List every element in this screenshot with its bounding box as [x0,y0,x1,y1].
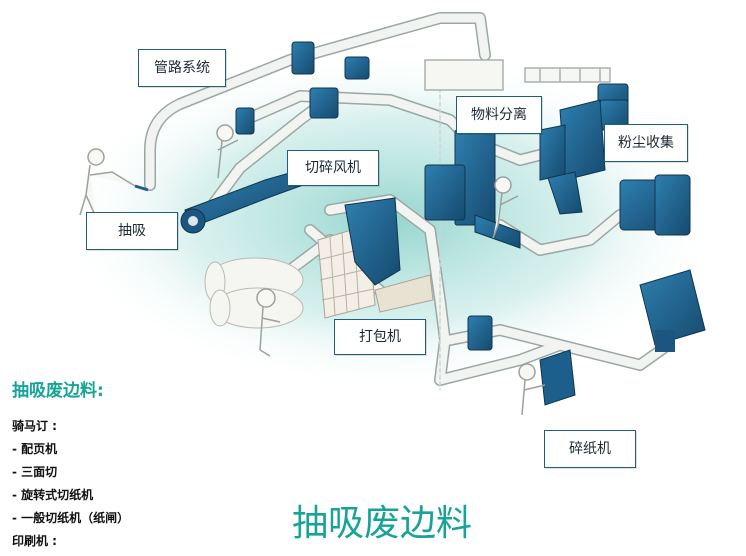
panel-line: 骑马订 : [12,419,57,433]
page-title: 抽吸废边料 [292,503,473,544]
baler-machine [317,197,434,319]
panel-line: - 一般切纸机（纸闸） [12,511,130,525]
panel-line: 印刷机 : [12,534,57,548]
panel-line: - 配页机 [12,442,58,456]
label-cutting-fan: 切碎风机 [287,150,379,186]
label-shredder: 碎纸机 [544,430,636,468]
edge-trim-panel: 抽吸废边料: 骑马订 : - 配页机 - 三面切 - 旋转式切纸机 - 一般切纸… [12,376,272,553]
blue-fan-units [235,41,629,351]
cutting-fan-machine [180,169,304,234]
shredder-machine [539,269,706,406]
panel-line: - 三面切 [12,465,58,479]
panel-line: - 旋转式切纸机 [12,488,94,502]
panel-heading: 抽吸废边料: [12,381,104,401]
label-baler: 打包机 [334,319,426,355]
ceiling-frame [424,59,611,91]
label-dust-collection: 粉尘收集 [604,124,688,162]
label-pipe-system: 管路系统 [138,49,226,87]
label-suction: 抽吸 [86,212,178,250]
worker-figures [79,124,546,416]
separator-machine [424,129,521,249]
label-material-separation: 物料分离 [456,96,542,134]
white-tanks [204,257,304,329]
dust-collector [539,99,691,236]
vacuum-hose [134,184,149,192]
